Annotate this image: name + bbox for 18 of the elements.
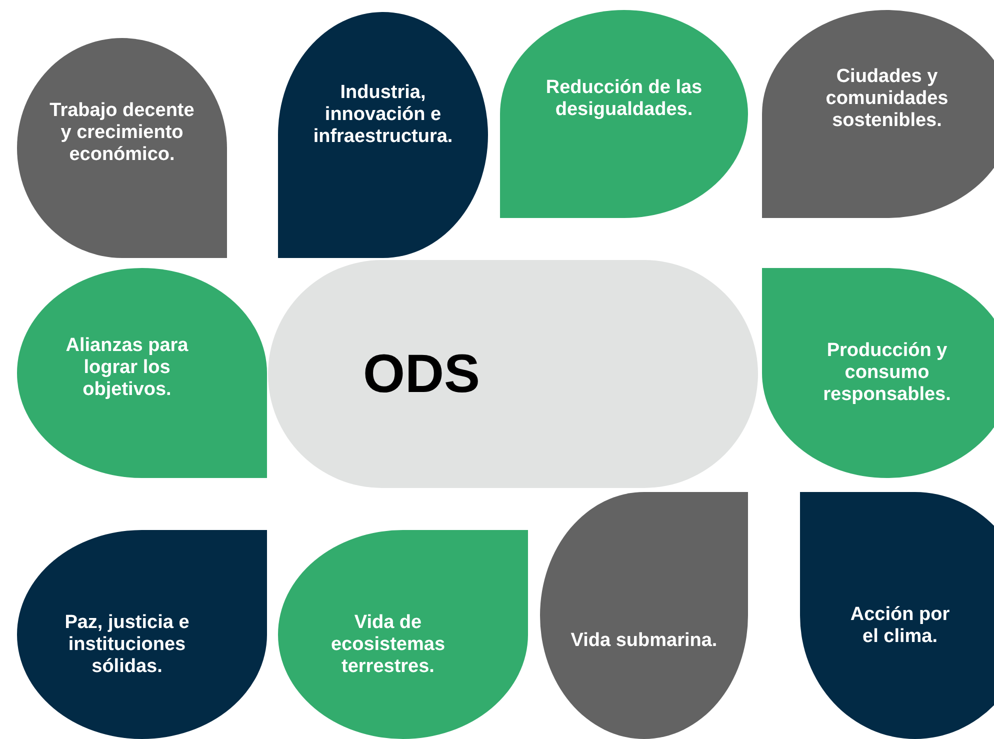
teardrop-shape — [762, 268, 994, 478]
center-title: ODS — [363, 343, 482, 405]
goal-text: Vida de ecosistemas terrestres. — [330, 612, 446, 678]
teardrop-shape — [762, 10, 994, 218]
goal-text: Reducción de las desigualdades. — [544, 77, 704, 121]
goal-text: Ciudades y comunidades sostenibles. — [824, 66, 950, 132]
center-pill — [268, 260, 758, 488]
goal-text: Trabajo decente y crecimiento económico. — [48, 100, 196, 166]
goal-text: Acción por el clima. — [849, 604, 951, 648]
goal-text: Industria, innovación e infraestructura. — [312, 82, 454, 148]
teardrop-shape — [278, 530, 528, 739]
goal-text: Producción y consumo responsables. — [822, 340, 952, 406]
goal-text: Alianzas para lograr los objetivos. — [64, 335, 190, 401]
teardrop-shape — [540, 492, 748, 739]
goal-text: Vida submarina. — [570, 630, 718, 652]
goal-text: Paz, justicia e instituciones sólidas. — [64, 612, 190, 678]
teardrop-shape — [800, 492, 994, 739]
teardrop-shape — [17, 530, 267, 739]
